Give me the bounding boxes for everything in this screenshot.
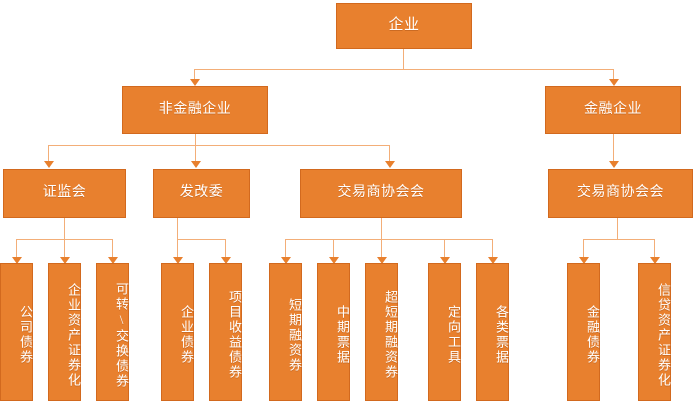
node-label: 短期融资券 [287,297,302,373]
connector-regulator-drop-namii [389,145,390,163]
node-label: 交易商协会会 [337,185,425,201]
connector-ndrc-drop-2 [225,239,226,259]
connector-namii-right-drop-2 [654,239,655,259]
leaf-financial-bond[interactable]: 金融债券 [567,263,600,401]
connector-namii-left-stem [381,218,382,240]
connector-namii-right-stem [617,218,618,240]
connector-namii-left-drop-5 [492,239,493,259]
node-regulator-ndrc[interactable]: 发改委 [153,169,250,218]
node-label: 金融企业 [584,101,642,117]
arrow-to-leaf-various-notes [488,257,498,264]
leaf-directional-instrument[interactable]: 定向工具 [428,263,461,401]
node-label: 各类票据 [494,305,509,365]
arrow-to-leaf-convertible-bond [108,257,118,264]
connector-csrc-drop-3 [112,239,113,259]
connector-fin-stem [613,134,614,161]
node-label: 可转\交换债券 [114,281,129,389]
connector-namii-right-bus [583,239,655,240]
node-regulator-csrc[interactable]: 证监会 [3,169,126,218]
connector-namii-left-drop-3 [381,239,382,259]
connector-regulator-bus [48,145,389,146]
connector-namii-left-drop-4 [444,239,445,259]
leaf-ultra-short-term-financing-bill[interactable]: 超短期融资券 [365,263,398,401]
connector-csrc-drop-1 [16,239,17,259]
arrow-to-csrc [44,161,54,168]
node-label: 中期票据 [335,305,350,365]
node-label: 企业债券 [179,305,194,365]
connector-regulator-drop-ndrc [195,145,196,163]
connector-namii-left-drop-1 [285,239,286,259]
leaf-short-term-financing-bill[interactable]: 短期融资券 [269,263,302,401]
arrow-to-leaf-project-revenue-bond [221,257,231,264]
leaf-convertible-exchangeable-bond[interactable]: 可转\交换债券 [96,263,129,401]
leaf-credit-asset-securitization[interactable]: 信贷资产证券化 [638,263,671,401]
connector-namii-right-drop-1 [583,239,584,259]
leaf-enterprise-bond[interactable]: 企业债券 [161,263,194,401]
node-label: 发改委 [179,185,224,201]
arrow-to-leaf-short-term-financing [281,257,291,264]
node-regulator-namii-financial[interactable]: 交易商协会会 [548,169,693,218]
connector-ndrc-bus [177,239,225,240]
leaf-project-revenue-bond[interactable]: 项目收益债券 [209,263,242,401]
arrow-to-leaf-medium-term-note [329,257,339,264]
connector-level2-bus [194,69,614,70]
node-financial-enterprise[interactable]: 金融企业 [545,86,681,134]
leaf-enterprise-asset-securitization[interactable]: 企业资产证券化 [48,263,81,401]
connector-namii-left-drop-2 [333,239,334,259]
arrow-to-leaf-enterprise-bond [173,257,183,264]
arrow-to-namii-left [385,161,395,168]
node-label: 企业资产证券化 [66,282,81,388]
node-label: 金融债券 [585,305,600,365]
arrow-to-financial [609,79,619,86]
node-label: 公司债券 [18,305,33,365]
node-label: 交易商协会会 [577,185,664,201]
arrow-to-leaf-corporate-bond [12,257,22,264]
node-regulator-namii-nonfinancial[interactable]: 交易商协会会 [300,169,462,218]
arrow-to-leaf-credit-abs [650,257,660,264]
node-label: 信贷资产证券化 [656,282,671,388]
connector-root-stem [403,49,404,70]
node-label: 定向工具 [446,305,461,365]
connector-csrc-drop-2 [64,239,65,259]
node-root-enterprise[interactable]: 企业 [336,3,472,49]
arrow-to-ndrc [191,161,201,168]
connector-level2-drop-left [194,69,195,81]
arrow-to-leaf-directional-tool [440,257,450,264]
node-label: 证监会 [42,185,87,201]
node-nonfinancial-enterprise[interactable]: 非金融企业 [122,86,268,134]
connector-ndrc-stem [177,218,178,240]
connector-nonfin-stem [195,134,196,146]
leaf-various-notes[interactable]: 各类票据 [476,263,509,401]
arrow-to-leaf-enterprise-abs [60,257,70,264]
arrow-to-leaf-financial-bond [579,257,589,264]
connector-csrc-stem [64,218,65,240]
connector-regulator-drop-csrc [48,145,49,163]
node-label: 企业 [388,17,420,34]
arrow-to-leaf-ultra-short-financing [377,257,387,264]
node-label: 超短期融资券 [383,290,398,380]
connector-ndrc-drop-1 [177,239,178,259]
arrow-to-nonfinancial [190,79,200,86]
node-label: 非金融企业 [158,101,232,117]
arrow-to-namii-right [609,161,619,168]
node-label: 项目收益债券 [227,290,242,380]
leaf-corporate-bond[interactable]: 公司债券 [0,263,33,401]
connector-namii-left-bus [285,239,493,240]
leaf-medium-term-note[interactable]: 中期票据 [317,263,350,401]
connector-level2-drop-right [613,69,614,81]
